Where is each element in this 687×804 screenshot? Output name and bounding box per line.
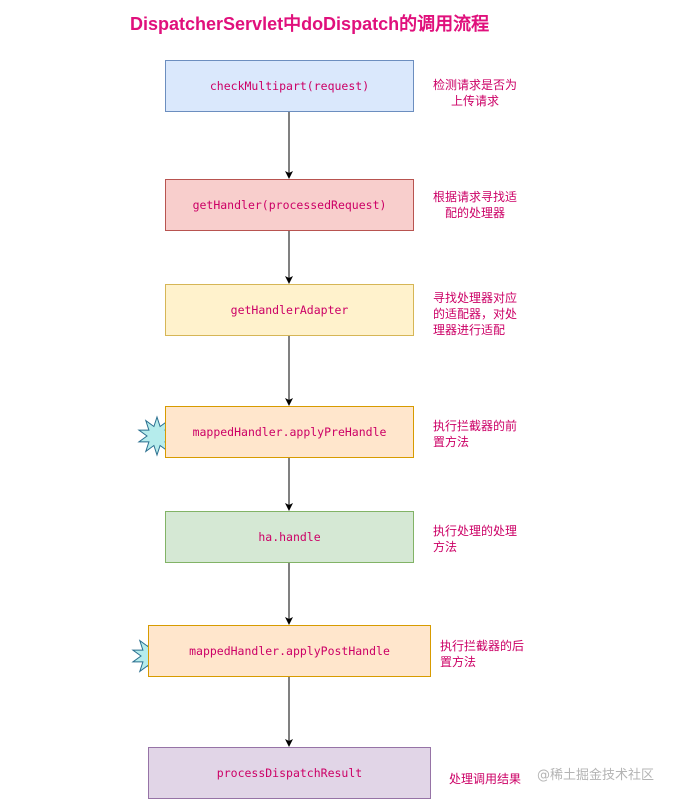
note-line: 处理调用结果 (449, 772, 522, 786)
note-line: 检测请求是否为 (433, 78, 518, 92)
step-label: processDispatchResult (216, 766, 363, 780)
step-note-2: 根据请求寻找适配的处理器 (433, 189, 517, 221)
note-line: 执行处理的处理 (433, 524, 518, 538)
note-line: 理器进行适配 (433, 323, 506, 337)
note-line: 置方法 (433, 435, 470, 449)
step-note-7: 处理调用结果 (449, 771, 521, 787)
note-line: 根据请求寻找适 (433, 190, 518, 204)
step-label: mappedHandler.applyPostHandle (189, 644, 390, 658)
step-label: mappedHandler.applyPreHandle (192, 425, 387, 439)
step-label: getHandler(processedRequest) (192, 198, 387, 212)
step-note-3: 寻找处理器对应的适配器，对处理器进行适配 (433, 290, 517, 338)
step-label: getHandlerAdapter (230, 303, 349, 317)
watermark: @稀土掘金技术社区 (537, 768, 655, 783)
step-box-1: checkMultipart(request) (165, 60, 414, 112)
step-box-3: getHandlerAdapter (165, 284, 414, 336)
note-line: 执行拦截器的前 (433, 419, 518, 433)
step-note-4: 执行拦截器的前置方法 (433, 418, 517, 450)
note-line: 的适配器，对处 (433, 307, 518, 321)
note-line: 上传请求 (451, 94, 500, 108)
step-note-5: 执行处理的处理方法 (433, 523, 517, 555)
note-line: 配的处理器 (445, 206, 506, 220)
step-label: checkMultipart(request) (209, 79, 370, 93)
step-box-2: getHandler(processedRequest) (165, 179, 414, 231)
diagram-title: DispatcherServlet中doDispatch的调用流程 (130, 14, 490, 34)
step-note-1: 检测请求是否为上传请求 (433, 77, 517, 109)
note-line: 执行拦截器的后 (440, 639, 525, 653)
note-line: 置方法 (440, 655, 477, 669)
step-note-6: 执行拦截器的后置方法 (440, 638, 524, 670)
step-box-7: processDispatchResult (148, 747, 431, 799)
step-box-4: mappedHandler.applyPreHandle (165, 406, 414, 458)
step-label: ha.handle (258, 530, 321, 544)
note-line: 寻找处理器对应 (433, 291, 518, 305)
step-box-6: mappedHandler.applyPostHandle (148, 625, 431, 677)
step-box-5: ha.handle (165, 511, 414, 563)
note-line: 方法 (433, 540, 458, 554)
